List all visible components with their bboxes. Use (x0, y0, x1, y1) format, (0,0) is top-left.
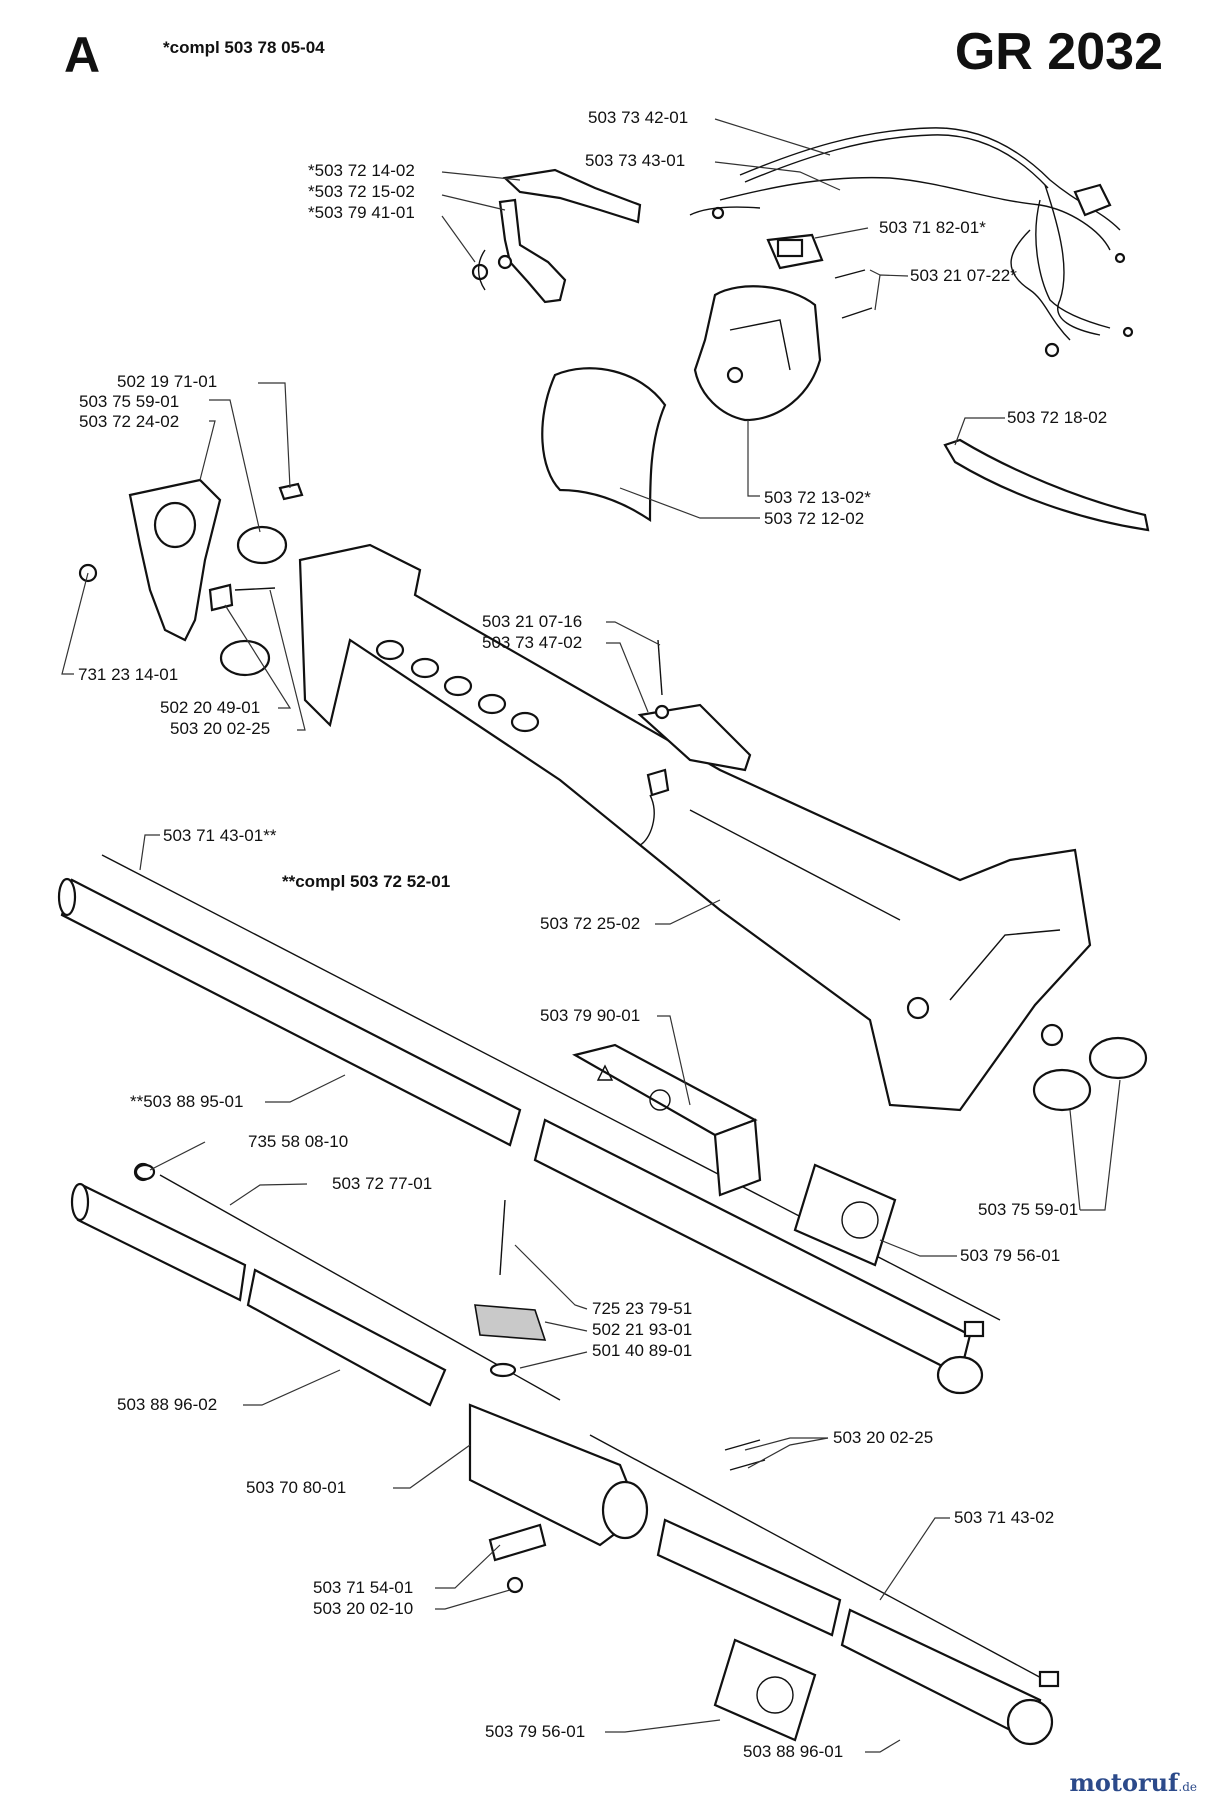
watermark-tld: .de (1178, 1780, 1197, 1794)
screws-top (834, 269, 873, 319)
handle-housing (693, 285, 822, 422)
main-shaft-housing (298, 543, 1092, 1112)
warning-decal (572, 1043, 762, 1197)
stop-switch (766, 233, 824, 270)
handle-bracket (78, 478, 304, 677)
washer-small (134, 1163, 156, 1181)
model-number: GR 2032 (954, 23, 1163, 81)
cable-clamp (637, 639, 752, 797)
part-label: 503 79 56-01 (485, 1722, 586, 1741)
part-label: 503 20 02-10 (313, 1599, 414, 1618)
part-label: 503 72 12-02 (764, 509, 865, 528)
throttle-lever-group (471, 168, 642, 304)
part-label: 503 20 02-25 (833, 1428, 934, 1447)
grips-right (1032, 1036, 1148, 1112)
strap-bracket (943, 438, 1150, 532)
section-letter: A (64, 27, 101, 83)
watermark-brand: motoruf (1069, 1768, 1179, 1797)
part-label: 503 88 96-01 (743, 1742, 844, 1761)
part-label: 503 75 59-01 (978, 1200, 1079, 1219)
watermark-logo: motoruf.de (1069, 1768, 1197, 1797)
part-label: *503 72 15-02 (308, 182, 415, 201)
part-label: 735 58 08-10 (248, 1132, 349, 1151)
drive-tube-lower (70, 1162, 561, 1407)
completion-note-1: *compl 503 78 05-04 (163, 38, 325, 57)
part-label: 503 73 42-01 (588, 108, 689, 127)
decal-1 (793, 1163, 897, 1267)
part-label: 731 23 14-01 (78, 665, 179, 684)
drive-tube-upper (57, 854, 1001, 1395)
part-label: 503 71 82-01* (879, 218, 986, 237)
part-label: 503 72 13-02* (764, 488, 871, 507)
leader-lines (61, 118, 1121, 1753)
part-label: *503 72 14-02 (308, 161, 415, 180)
part-label: 503 70 80-01 (246, 1478, 347, 1497)
part-label: 503 71 54-01 (313, 1578, 414, 1597)
drive-tube-bottom (589, 1434, 1060, 1746)
part-label: 503 72 25-02 (540, 914, 641, 933)
part-label: **503 88 95-01 (130, 1092, 244, 1111)
part-label: 503 88 96-02 (117, 1395, 218, 1414)
wing-nut-assembly (474, 1199, 547, 1378)
part-label: 502 21 93-01 (592, 1320, 693, 1339)
handle-grip-cover (541, 367, 667, 523)
part-label: 503 21 07-22* (910, 266, 1017, 285)
part-label: 503 73 47-02 (482, 633, 583, 652)
part-label: 502 20 49-01 (160, 698, 261, 717)
part-label: 502 19 71-01 (117, 372, 218, 391)
coupling-sleeve (468, 1403, 766, 1594)
part-label: 503 71 43-02 (954, 1508, 1055, 1527)
part-label: 503 79 56-01 (960, 1246, 1061, 1265)
part-label: 503 21 07-16 (482, 612, 583, 631)
part-label: 503 72 18-02 (1007, 408, 1108, 427)
part-label: *503 79 41-01 (308, 203, 415, 222)
completion-note-2: **compl 503 72 52-01 (282, 872, 451, 891)
part-label: 503 71 43-01** (163, 826, 277, 845)
part-label: 725 23 79-51 (592, 1299, 693, 1318)
part-label: 503 73 43-01 (585, 151, 686, 170)
part-label: 503 75 59-01 (79, 392, 180, 411)
part-label: 501 40 89-01 (592, 1341, 693, 1360)
part-label: 503 72 77-01 (332, 1174, 433, 1193)
wiring-harness (689, 127, 1134, 358)
part-label: 503 79 90-01 (540, 1006, 641, 1025)
part-label: 503 20 02-25 (170, 719, 271, 738)
part-label: 503 72 24-02 (79, 412, 180, 431)
decal-2 (713, 1638, 817, 1742)
